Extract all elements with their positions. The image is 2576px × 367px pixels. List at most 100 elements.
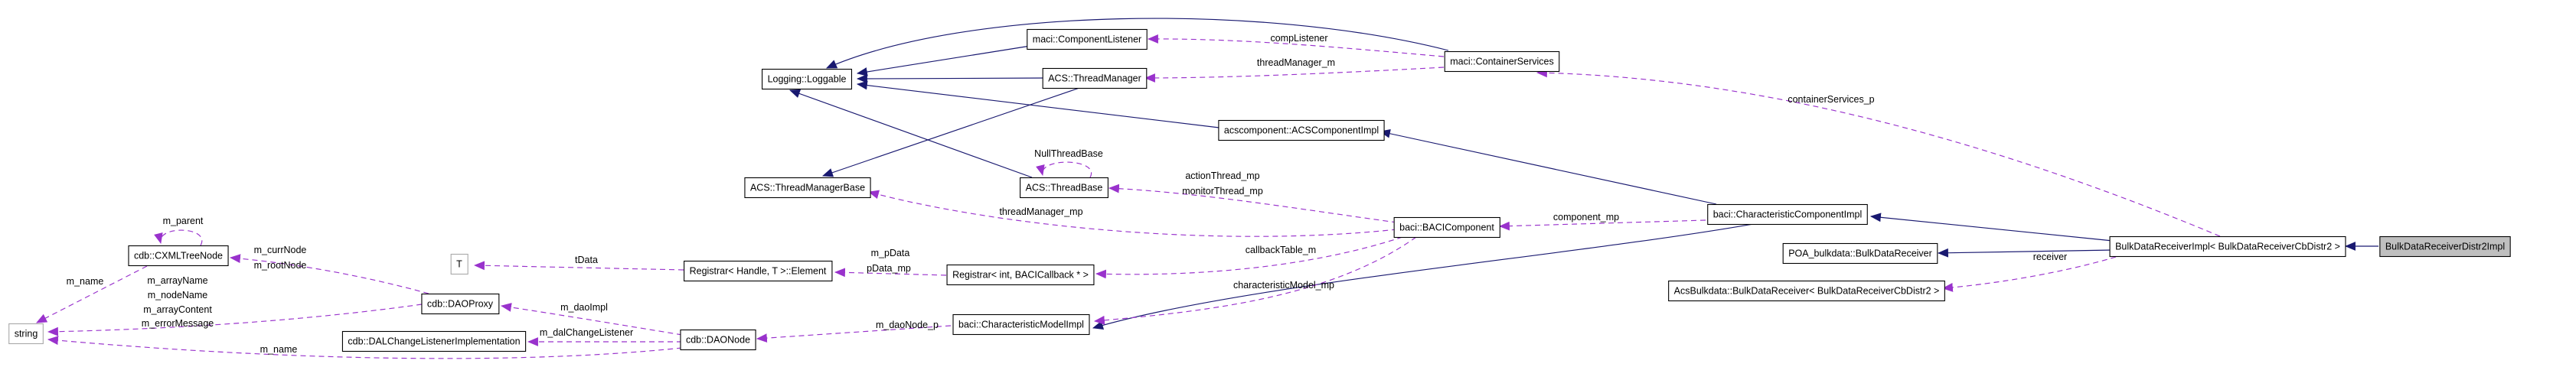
edge-usage-m-parent [154,229,203,246]
edge-usage-daoproxy-strings [47,304,423,336]
node-box-acs-component-impl[interactable] [1218,119,1385,141]
node-string-node: string [8,323,44,345]
node-box-registrar-int[interactable] [946,264,1095,286]
node-label-string-node: string [15,329,38,339]
node-box-loggable[interactable] [762,68,853,90]
node-label-registrar-element: Registrar< Handle, T >::Element [690,266,827,277]
node-box-bulkdata-receiver-impl[interactable] [2109,235,2346,258]
edge-bulkdatareceiverimpl-to-characteristiccomponentimpl [1869,213,2114,242]
node-component-listener[interactable]: maci::ComponentListener [1027,28,1148,50]
edge-label-usage-m-currnode-rootnode: m_currNode [254,245,307,255]
edge-labels-layer: compListenerthreadManager_mcontainerServ… [67,33,2068,355]
node-dao-proxy[interactable]: cdb::DAOProxy [421,293,500,315]
edge-label-usage-m-pdata: m_pData [871,248,910,258]
edge-label-usage-component-mp: component_mp [1553,212,1619,222]
edge-label-usage-m-currnode-rootnode: m_rootNode [254,260,307,271]
node-box-registrar-element[interactable] [684,260,833,282]
node-bulkdata-receiver-distr2-impl: BulkDataReceiverDistr2Impl [2379,235,2511,258]
node-label-t-node: T [456,259,462,270]
node-label-dao-proxy: cdb::DAOProxy [427,299,494,310]
node-characteristic-model-impl[interactable]: baci::CharacteristicModelImpl [952,313,1090,336]
node-label-dao-node: cdb::DAONode [686,335,750,346]
node-box-component-listener[interactable] [1027,28,1148,50]
node-bulkdata-receiver-impl[interactable]: BulkDataReceiverImpl< BulkDataReceiverCb… [2109,235,2346,258]
node-label-acs-bulkdata: AcsBulkdata::BulkDataReceiver< BulkDataR… [1674,286,1940,297]
edge-label-usage-m-name-daonode: m_name [260,344,298,355]
edge-usage-m-name-cxml [36,265,148,323]
node-label-thread-manager: ACS::ThreadManager [1048,73,1141,84]
node-box-cxml-tree-node[interactable] [128,245,229,267]
edge-threadbase-to-loggable [788,89,1033,178]
node-box-t-node [450,253,469,275]
node-loggable[interactable]: Logging::Loggable [762,68,853,90]
node-dal-change-listener[interactable]: cdb::DALChangeListenerImplementation [341,330,527,352]
node-thread-base[interactable]: ACS::ThreadBase [1020,177,1108,199]
node-box-dal-change-listener[interactable] [341,330,527,352]
edge-label-usage-daoproxy-strings: m_nodeName [148,290,208,300]
edge-usage-containerservices-p [1536,68,2221,237]
node-box-baci-component[interactable] [1393,216,1500,239]
edge-usage-threadmanager-mp [867,190,1398,237]
node-label-baci-component: baci::BACIComponent [1399,222,1494,233]
edge-label-usage-actionthread-monitorthread: monitorThread_mp [1182,186,1263,196]
edge-acscomponentimpl-to-loggable [856,80,1226,129]
node-characteristic-component-impl[interactable]: baci::CharacteristicComponentImpl [1707,203,1868,226]
node-registrar-element[interactable]: Registrar< Handle, T >::Element [684,260,833,282]
edge-label-usage-m-pdata: pData_mp [867,263,911,274]
node-box-container-services[interactable] [1444,50,1560,73]
edge-label-usage-m-name-cxml: m_name [67,276,104,287]
node-dao-node[interactable]: cdb::DAONode [680,329,756,351]
node-label-poa-bulkdata: POA_bulkdata::BulkDataReceiver [1788,248,1932,259]
node-box-thread-manager[interactable] [1042,67,1148,89]
edge-usage-m-daoimpl [500,303,683,336]
node-box-characteristic-model-impl[interactable] [952,313,1090,336]
edge-usage-m-name-daonode [47,336,683,359]
node-thread-manager-base[interactable]: ACS::ThreadManagerBase [744,177,871,199]
edge-usage-m-daonode-p [756,325,952,343]
edge-label-usage-threadmanager-m: threadManager_m [1257,57,1335,68]
node-label-thread-base: ACS::ThreadBase [1026,183,1103,193]
edge-usage-tdata [473,261,684,271]
edge-usage-nullthreadbase [1036,161,1092,178]
node-box-dao-proxy[interactable] [421,293,500,315]
node-box-dao-node[interactable] [680,329,756,351]
edge-label-usage-nullthreadbase: NullThreadBase [1034,148,1103,159]
node-box-characteristic-component-impl[interactable] [1707,203,1868,226]
node-box-poa-bulkdata[interactable] [1782,242,1938,265]
edge-usage-threadmanager-m [1144,67,1445,83]
node-box-acs-bulkdata[interactable] [1668,280,1945,302]
node-cxml-tree-node[interactable]: cdb::CXMLTreeNode [128,245,229,267]
node-container-services[interactable]: maci::ContainerServices [1444,50,1560,73]
node-acs-bulkdata[interactable]: AcsBulkdata::BulkDataReceiver< BulkDataR… [1668,280,1945,302]
node-label-characteristic-component-impl: baci::CharacteristicComponentImpl [1713,209,1863,220]
node-label-acs-component-impl: acscomponent::ACSComponentImpl [1224,125,1379,136]
node-acs-component-impl[interactable]: acscomponent::ACSComponentImpl [1218,119,1385,141]
node-label-container-services: maci::ContainerServices [1450,57,1553,67]
edge-threadmanager-to-loggable [856,74,1048,83]
edge-usage-characteristicmodel-mp [1093,236,1417,325]
edge-label-usage-complistener: compListener [1270,33,1327,44]
edge-usage-receiver [1941,256,2117,292]
edge-usage-actionthread-monitorthread [1108,184,1398,223]
node-label-bulkdata-receiver-impl: BulkDataReceiverImpl< BulkDataReceiverCb… [2115,242,2340,252]
node-label-registrar-int: Registrar< int, BACICallback * > [952,270,1089,281]
node-baci-component[interactable]: baci::BACIComponent [1393,216,1500,239]
node-label-thread-manager-base: ACS::ThreadManagerBase [750,183,865,193]
edge-characteristiccomponentimpl-to-acscomponentimpl [1379,128,1717,205]
edge-usage-complistener [1147,34,1445,57]
edge-label-usage-characteristicmodel-mp: characteristicModel_mp [1233,280,1334,291]
node-thread-manager[interactable]: ACS::ThreadManager [1042,67,1148,89]
edge-label-usage-receiver: receiver [2033,252,2067,262]
node-poa-bulkdata[interactable]: POA_bulkdata::BulkDataReceiver [1782,242,1938,265]
node-registrar-int[interactable]: Registrar< int, BACICallback * > [946,264,1095,286]
edge-componentlistener-to-loggable [856,45,1031,76]
edge-label-usage-m-daonode-p: m_daoNode_p [876,320,939,330]
edge-usage-component-mp [1498,219,1706,231]
node-box-thread-manager-base[interactable] [744,177,871,199]
node-label-characteristic-model-impl: baci::CharacteristicModelImpl [958,320,1084,330]
node-box-thread-base[interactable] [1020,177,1108,199]
node-box-bulkdata-receiver-distr2-impl [2379,235,2511,258]
edge-threadmanager-to-threadmanagerbase [821,87,1080,177]
node-label-loggable: Logging::Loggable [768,74,847,85]
